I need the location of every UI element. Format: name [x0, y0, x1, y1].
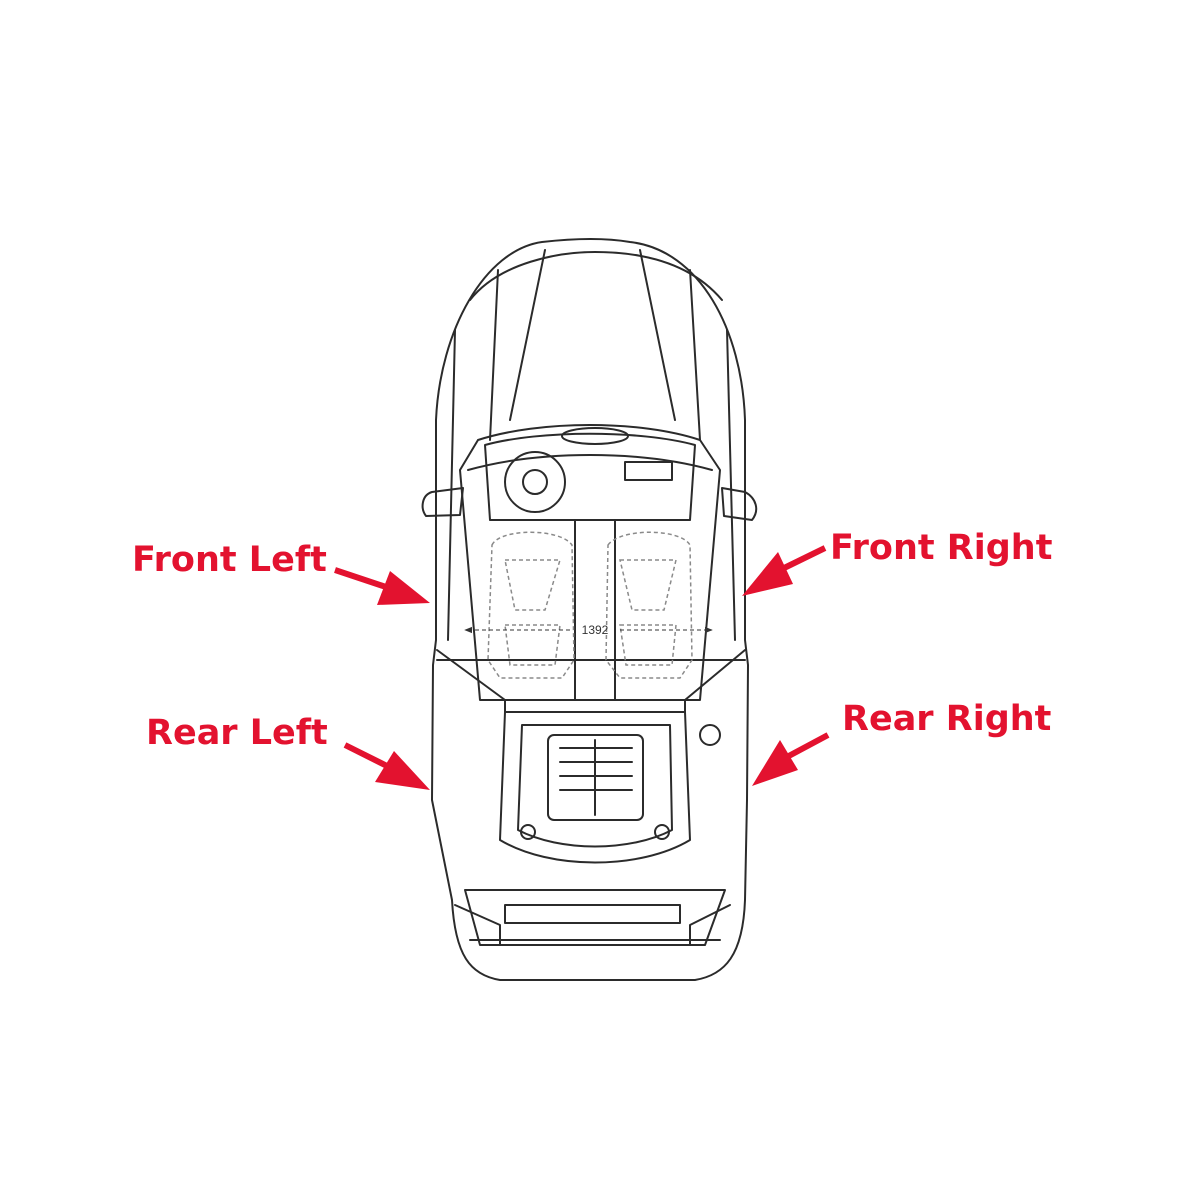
arrow-front-right	[742, 545, 827, 596]
center-console	[574, 519, 616, 701]
label-rear-left: Rear Left	[146, 713, 328, 753]
engine-bay-outline	[499, 711, 691, 864]
steering-wheel	[504, 451, 566, 513]
hood-center-right	[639, 249, 676, 421]
dimension-value: 1392	[582, 623, 609, 637]
engine-cap-left	[520, 824, 536, 840]
rear-light-left	[454, 904, 501, 946]
cockpit-opening	[459, 424, 721, 701]
right-seat-inner	[619, 559, 677, 666]
engine-block	[547, 734, 644, 821]
seats	[487, 531, 693, 679]
left-door-line	[436, 649, 506, 713]
left-mirror	[421, 487, 464, 517]
hood-left-line	[489, 269, 499, 441]
hood-contour	[469, 251, 723, 301]
dash-vent	[624, 461, 673, 481]
fuel-cap	[699, 724, 721, 746]
left-seat-inner	[504, 559, 562, 666]
label-front-right: Front Right	[830, 528, 1053, 568]
left-seat-outline	[487, 531, 575, 679]
hood-center-left	[509, 249, 546, 421]
windshield-frame	[467, 454, 713, 471]
arrow-rear-right	[752, 732, 830, 786]
steering-hub	[522, 469, 548, 495]
label-rear-right: Rear Right	[842, 699, 1052, 739]
arrow-front-left	[334, 567, 430, 605]
right-seat-outline	[605, 531, 693, 679]
engine-cap-right	[654, 824, 670, 840]
rear-light-right	[689, 904, 731, 946]
right-mirror	[721, 487, 758, 521]
pointer-arrows	[334, 545, 830, 790]
label-front-left: Front Left	[132, 540, 327, 580]
engine-intake	[559, 739, 633, 816]
car-outline	[421, 238, 758, 981]
arrow-rear-left	[343, 742, 430, 790]
body-side-right-inner	[726, 329, 736, 641]
engine-cover-inner	[517, 724, 673, 848]
hood-right-line	[689, 269, 701, 441]
rear-view-mirror	[561, 427, 629, 445]
body-side-left-inner	[447, 329, 456, 641]
width-dimension: 1392	[464, 623, 713, 637]
rear-panel	[464, 889, 726, 946]
dashboard	[484, 432, 696, 521]
rear-grille	[504, 904, 681, 924]
right-door-line	[684, 649, 746, 713]
car-body-outline	[431, 238, 749, 981]
